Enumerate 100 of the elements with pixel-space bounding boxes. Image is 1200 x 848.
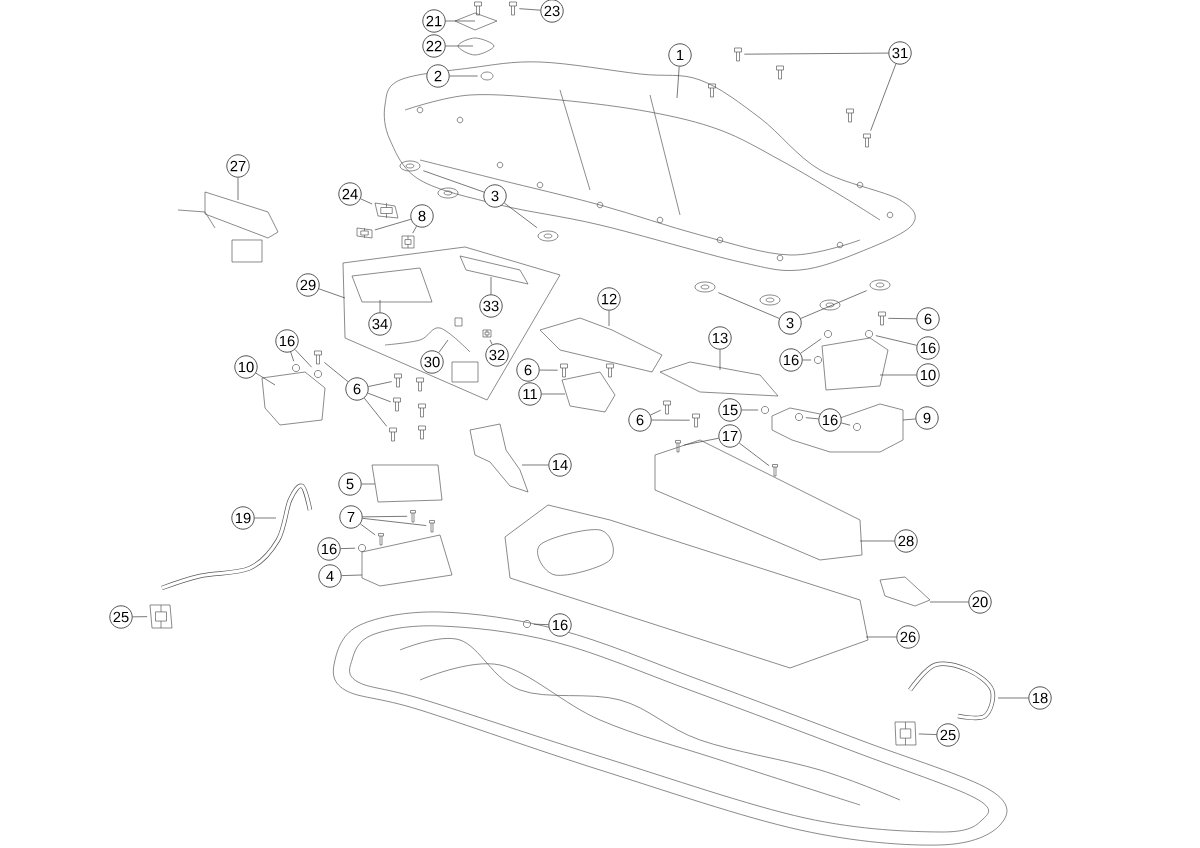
leader-line — [489, 339, 493, 345]
leader-line — [360, 198, 373, 205]
leader-line — [412, 225, 417, 234]
leader-line — [805, 417, 819, 420]
nut — [314, 370, 322, 378]
leader-line — [743, 52, 889, 55]
callout-number: 1 — [668, 43, 692, 67]
nut — [523, 620, 531, 628]
leader-line — [717, 292, 780, 319]
bolt — [878, 311, 886, 326]
nut — [795, 413, 803, 421]
nut — [865, 330, 873, 338]
leader-line — [887, 318, 917, 320]
leader-line — [875, 335, 918, 346]
callout-number: 14 — [548, 453, 572, 477]
callout-number: 24 — [338, 182, 362, 206]
callout-number: 11 — [518, 382, 542, 406]
leader-line — [870, 63, 897, 131]
bracket — [374, 202, 399, 219]
leader-line — [929, 601, 969, 603]
leader-line — [902, 418, 916, 421]
leader-line — [340, 547, 356, 549]
leader-line — [445, 20, 476, 22]
leader-line — [445, 45, 474, 47]
leader-line — [254, 517, 277, 519]
leader-line — [683, 437, 719, 446]
callout-number: 16 — [916, 336, 940, 360]
callout-number: 25 — [936, 723, 960, 747]
leader-line — [608, 310, 610, 327]
leader-line — [997, 697, 1029, 699]
leader-line — [363, 397, 388, 427]
leader-line — [318, 288, 346, 299]
bolt — [663, 400, 671, 415]
pin — [410, 510, 416, 523]
leader-line — [541, 393, 566, 395]
callout-number: 8 — [410, 204, 434, 228]
leader-line — [323, 362, 349, 382]
leader-line — [521, 464, 549, 466]
bolt — [314, 350, 322, 365]
leader-line — [362, 517, 427, 526]
leader-line — [132, 616, 148, 618]
sensor — [894, 721, 917, 746]
callout-number: 6 — [516, 358, 540, 382]
callout-number: 34 — [368, 312, 392, 336]
nut — [292, 364, 300, 372]
leader-line — [255, 372, 276, 386]
bolt — [393, 397, 401, 412]
leader-line — [422, 170, 485, 193]
nut — [853, 423, 861, 431]
callout-number: 9 — [915, 406, 939, 430]
callout-number: 16 — [275, 329, 299, 353]
pin — [429, 520, 435, 533]
callout-number: 22 — [422, 34, 446, 58]
leader-line — [650, 409, 662, 416]
cap — [480, 71, 494, 81]
leader-line — [651, 419, 691, 421]
leader-line — [518, 8, 541, 11]
leader-line — [918, 733, 937, 735]
callout-number: 4 — [318, 564, 342, 588]
callout-number: 10 — [916, 363, 940, 387]
leader-line — [879, 374, 917, 376]
callout-number: 21 — [422, 9, 446, 33]
callout-number: 19 — [231, 506, 255, 530]
leader-line — [503, 202, 538, 229]
leader-line — [360, 523, 376, 536]
leader-line — [294, 349, 312, 368]
callout-number: 30 — [420, 350, 444, 374]
leader-line — [865, 636, 897, 638]
callout-number: 31 — [888, 41, 912, 65]
clip — [356, 227, 373, 239]
callout-number: 3 — [483, 184, 507, 208]
leader-line — [719, 349, 721, 371]
leader-line — [438, 339, 449, 353]
callout-number: 12 — [597, 287, 621, 311]
clip — [482, 329, 492, 338]
pin — [378, 533, 384, 546]
callout-number: 15 — [718, 398, 742, 422]
leader-line — [738, 442, 770, 467]
leader-line — [237, 177, 239, 201]
callout-number: 6 — [345, 377, 369, 401]
leader-line — [802, 359, 812, 361]
bolt — [560, 363, 568, 378]
leader-line — [361, 483, 376, 485]
callout-number: 5 — [338, 472, 362, 496]
bolt — [509, 1, 517, 16]
washer — [869, 279, 891, 291]
leader-line — [449, 75, 479, 77]
callout-number: 28 — [894, 529, 918, 553]
nut — [761, 406, 769, 414]
leader-line — [374, 218, 412, 231]
callout-number: 10 — [234, 355, 258, 379]
callout-number: 20 — [968, 590, 992, 614]
callout-number: 26 — [896, 625, 920, 649]
callout-number: 25 — [109, 605, 133, 629]
bolt — [389, 427, 397, 442]
clip — [401, 235, 415, 249]
nut — [824, 330, 832, 338]
callout-number: 6 — [916, 307, 940, 331]
leader-line — [490, 276, 492, 295]
washer — [399, 160, 421, 172]
